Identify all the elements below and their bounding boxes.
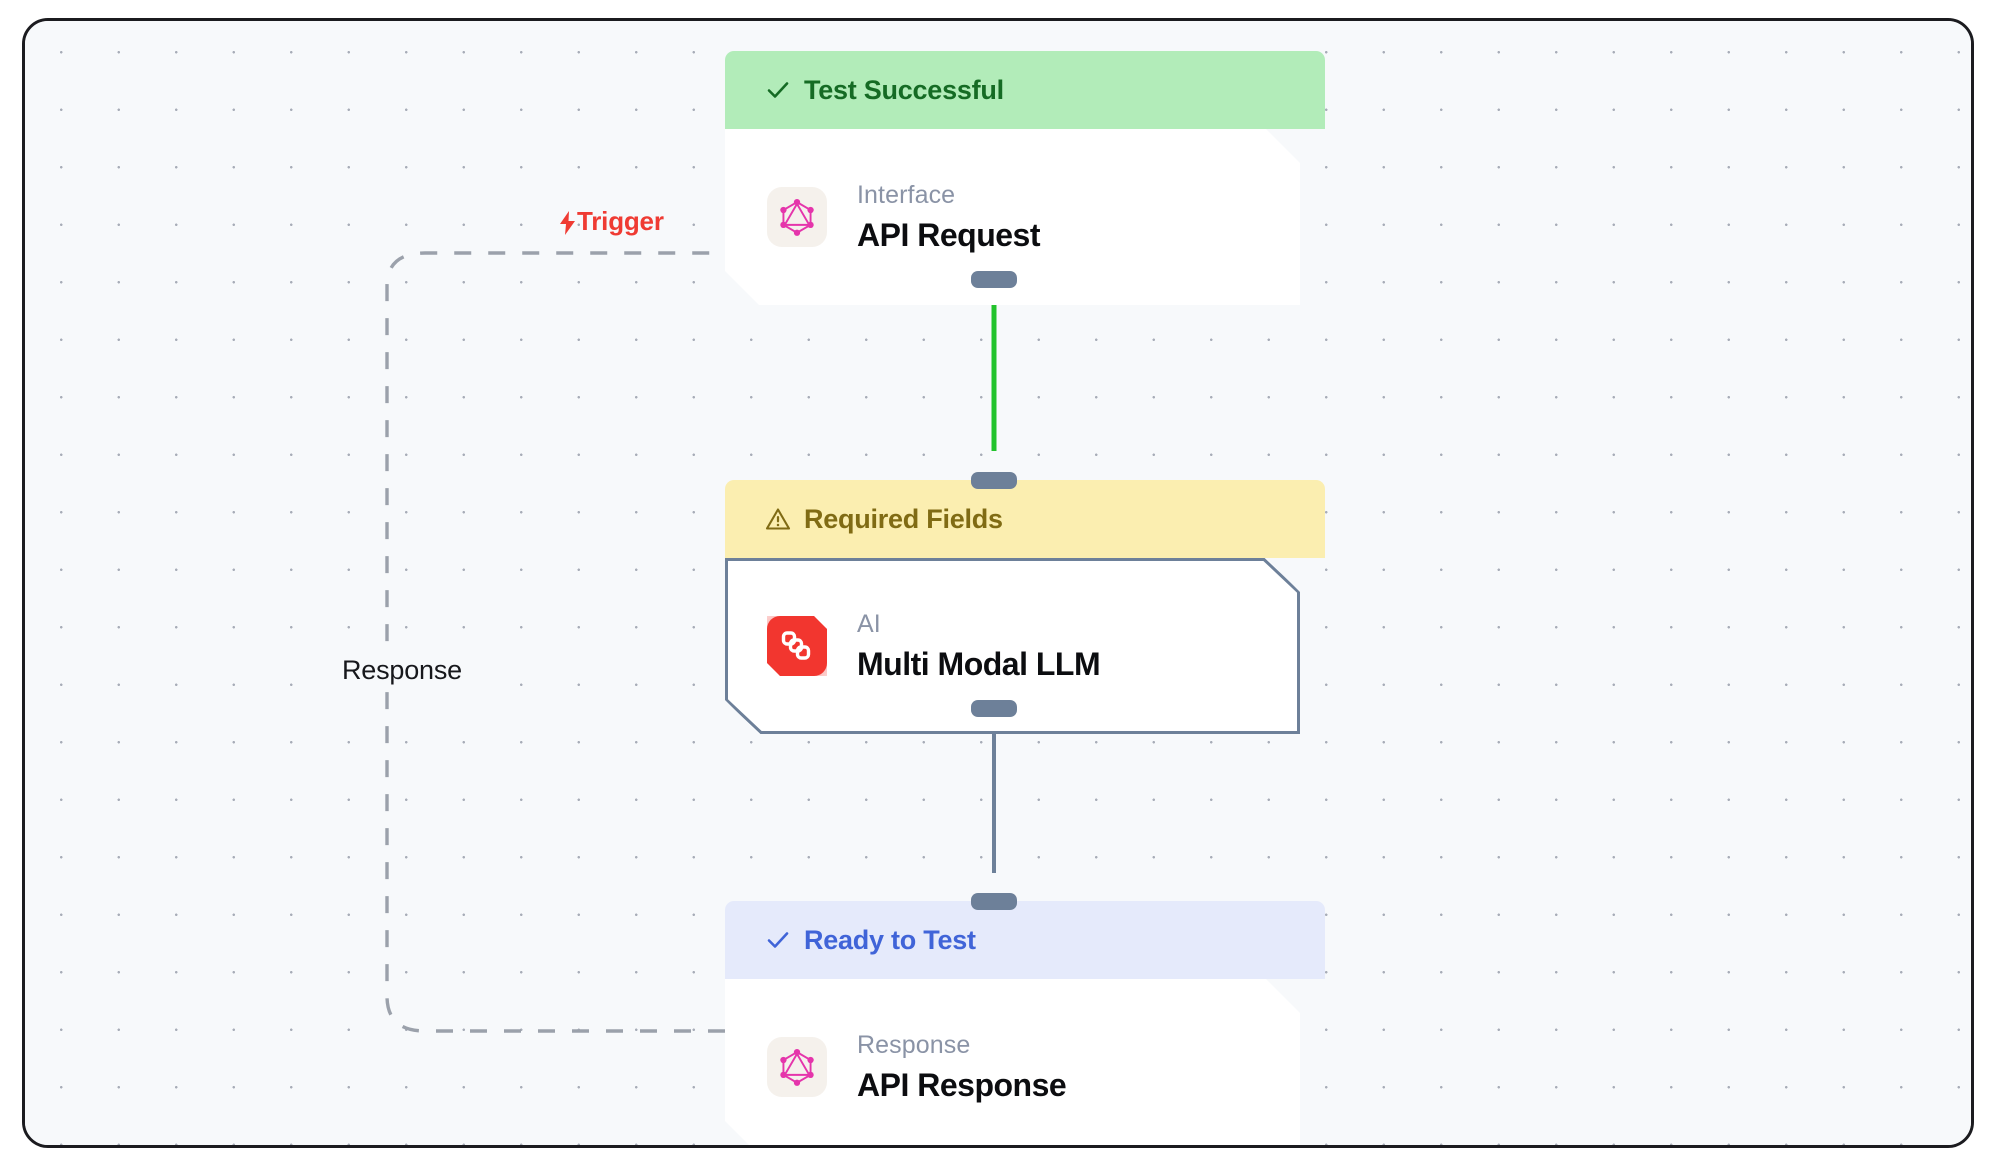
status-banner-label: Ready to Test [804,924,976,955]
api-response-text: Response API Response [857,1031,1066,1104]
edge-label-trigger: Trigger [559,206,664,237]
api-response-input-handle[interactable] [971,893,1017,910]
status-banner-test-successful[interactable]: Test Successful [725,51,1325,129]
edge-label-trigger-text: Trigger [577,206,664,236]
multi-modal-llm-node[interactable]: Required Fields AI Multi Modal LLM [725,472,1325,734]
node-title: API Request [857,216,1040,253]
status-banner-required-fields[interactable]: Required Fields [725,480,1325,558]
graphql-icon [767,187,827,247]
node-kind-label: Interface [857,180,956,209]
api-request-output-handle[interactable] [971,271,1017,288]
edge-label-response: Response [334,652,470,689]
api-request-text: Interface API Request [857,181,1040,254]
multi-modal-llm-input-handle[interactable] [971,472,1017,489]
graphql-icon [767,1037,827,1097]
workflow-editor-frame: Trigger Response Test Successful [22,18,1974,1148]
api-response-node[interactable]: Ready to Test [725,893,1325,1148]
check-icon [765,77,791,103]
lightning-bolt-icon [559,210,576,235]
status-banner-ready-to-test[interactable]: Ready to Test [725,901,1325,979]
status-banner-label: Required Fields [804,503,1003,534]
check-icon [765,927,791,953]
multi-modal-llm-output-handle[interactable] [971,700,1017,717]
api-request-card[interactable]: Interface API Request [725,129,1300,305]
node-title: API Response [857,1066,1067,1103]
api-request-node[interactable]: Test Successful [725,51,1325,305]
node-kind-label: AI [857,609,881,638]
api-response-card[interactable]: Response API Response [725,979,1300,1148]
status-banner-label: Test Successful [804,74,1004,105]
multi-modal-llm-text: AI Multi Modal LLM [857,610,1100,683]
ai-layers-icon [767,616,827,676]
node-kind-label: Response [857,1030,971,1059]
node-title: Multi Modal LLM [857,645,1101,682]
warning-triangle-icon [765,506,791,532]
